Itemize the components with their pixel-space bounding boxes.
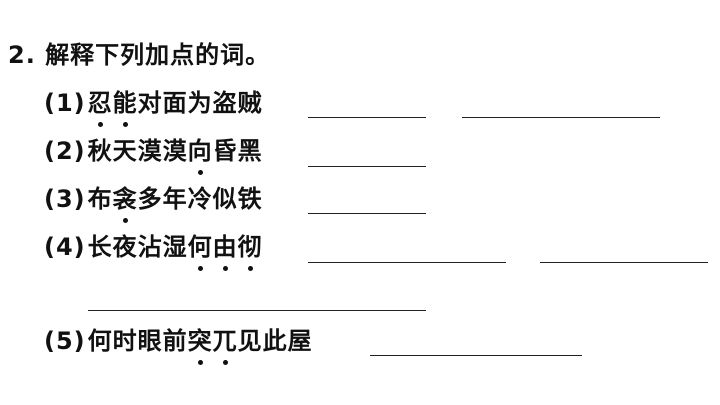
answer-blank-4c[interactable] bbox=[88, 310, 426, 311]
character: 贼 bbox=[237, 89, 263, 117]
character: 眼 bbox=[137, 327, 163, 355]
character: 布 bbox=[87, 185, 113, 213]
character: 见 bbox=[237, 327, 263, 355]
item-3: (3)布衾多年冷似铁 bbox=[44, 184, 263, 223]
character: 此 bbox=[262, 327, 288, 355]
character: 漠 bbox=[162, 137, 188, 165]
character: 昏 bbox=[212, 137, 238, 165]
dotted-character: 彻 bbox=[237, 233, 263, 271]
answer-blank-5[interactable] bbox=[370, 355, 582, 356]
item-1: (1)忍能对面为盗贼 bbox=[44, 88, 263, 127]
dotted-character: 能 bbox=[112, 89, 138, 127]
character: 冷 bbox=[187, 185, 213, 213]
item-number: (4) bbox=[44, 233, 86, 261]
character: 多 bbox=[137, 185, 163, 213]
answer-blank-1b[interactable] bbox=[462, 117, 660, 118]
character: 湿 bbox=[162, 233, 188, 261]
item-sentence: 何时眼前突兀见此屋 bbox=[87, 326, 313, 365]
dotted-character: 忍 bbox=[87, 89, 113, 127]
character: 时 bbox=[112, 327, 138, 355]
item-sentence: 布衾多年冷似铁 bbox=[87, 184, 263, 223]
character: 何 bbox=[87, 327, 113, 355]
answer-blank-2[interactable] bbox=[308, 166, 426, 167]
item-number: (1) bbox=[44, 89, 86, 117]
question-title-line: 2. 解释下列加点的词。 bbox=[8, 40, 270, 70]
character: 为 bbox=[187, 89, 213, 117]
item-sentence: 秋天漠漠向昏黑 bbox=[87, 136, 263, 175]
character: 黑 bbox=[237, 137, 263, 165]
character: 长 bbox=[87, 233, 113, 261]
answer-blank-1a[interactable] bbox=[308, 117, 426, 118]
character: 对 bbox=[137, 89, 163, 117]
character: 秋 bbox=[87, 137, 113, 165]
item-sentence: 长夜沾湿何由彻 bbox=[87, 232, 263, 271]
character: 天 bbox=[112, 137, 138, 165]
item-2: (2)秋天漠漠向昏黑 bbox=[44, 136, 263, 175]
question-instruction: 解释下列加点的词。 bbox=[45, 41, 271, 69]
character: 盗 bbox=[212, 89, 238, 117]
item-number: (3) bbox=[44, 185, 86, 213]
dotted-character: 衾 bbox=[112, 185, 138, 223]
dotted-character: 何 bbox=[187, 233, 213, 271]
dotted-character: 由 bbox=[212, 233, 238, 271]
answer-blank-3[interactable] bbox=[308, 213, 426, 214]
answer-blank-4b[interactable] bbox=[540, 262, 708, 263]
item-number: (2) bbox=[44, 137, 86, 165]
character: 铁 bbox=[237, 185, 263, 213]
character: 沾 bbox=[137, 233, 163, 261]
character: 年 bbox=[162, 185, 188, 213]
character: 前 bbox=[162, 327, 188, 355]
item-5: (5)何时眼前突兀见此屋 bbox=[44, 326, 313, 365]
character: 漠 bbox=[137, 137, 163, 165]
character: 面 bbox=[162, 89, 188, 117]
answer-blank-4a[interactable] bbox=[308, 262, 506, 263]
dotted-character: 兀 bbox=[212, 327, 238, 365]
character: 似 bbox=[212, 185, 238, 213]
question-number: 2. bbox=[8, 41, 36, 69]
item-sentence: 忍能对面为盗贼 bbox=[87, 88, 263, 127]
dotted-character: 向 bbox=[187, 137, 213, 175]
item-number: (5) bbox=[44, 327, 86, 355]
dotted-character: 突 bbox=[187, 327, 213, 365]
item-4: (4)长夜沾湿何由彻 bbox=[44, 232, 263, 271]
character: 屋 bbox=[287, 327, 313, 355]
character: 夜 bbox=[112, 233, 138, 261]
